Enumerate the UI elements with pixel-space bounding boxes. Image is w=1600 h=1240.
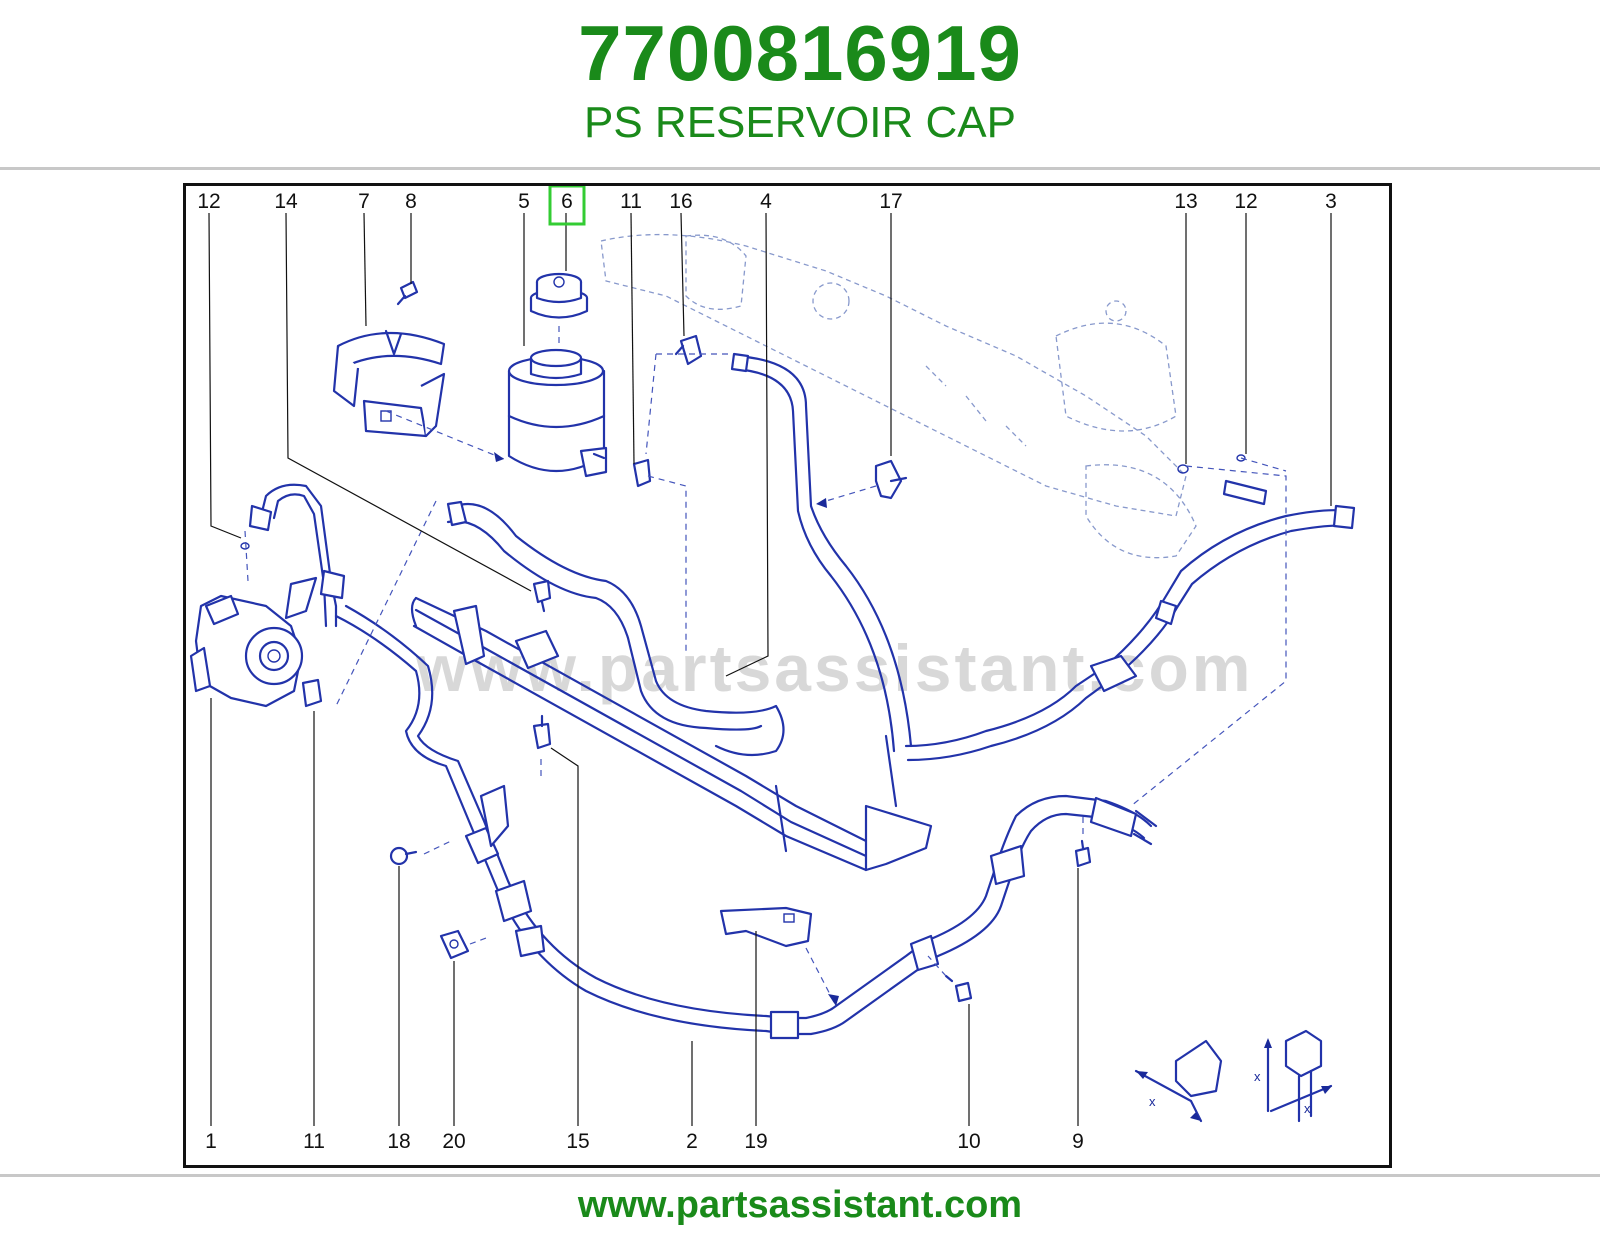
callout-bottom-2: 2 <box>686 1130 698 1153</box>
callout-top-12: 12 <box>197 190 220 213</box>
callout-bottom-1: 1 <box>205 1130 217 1153</box>
bolt-15 <box>532 714 552 750</box>
bolt-14 <box>532 579 552 613</box>
parts-diagram: .ln { fill: none; stroke: #2233aa; strok… <box>183 183 1392 1168</box>
callout-bottom-11: 11 <box>303 1130 325 1153</box>
assembly-dashes <box>244 326 1287 1007</box>
right-lower-hose <box>769 794 1158 1040</box>
bolt-18 <box>389 846 418 866</box>
bolt-9 <box>1074 839 1092 868</box>
callout-top-14: 14 <box>274 190 298 213</box>
steering-rack-outline <box>600 233 1197 559</box>
callout-bottom-19: 19 <box>744 1130 767 1153</box>
clip-16 <box>674 334 703 366</box>
callout-top-5: 5 <box>518 190 530 213</box>
part-number: 7700816919 <box>578 9 1022 97</box>
seals-13-12 <box>240 454 1246 550</box>
pressure-pipe <box>904 479 1356 762</box>
callout-highlight-box <box>548 186 586 226</box>
clip-17 <box>874 459 908 500</box>
footer-divider <box>0 1174 1600 1177</box>
callout-top-17: 17 <box>879 190 902 213</box>
bolt-10 <box>944 974 973 1003</box>
hose-bracket <box>719 906 813 948</box>
callout-top-3: 3 <box>1325 190 1337 213</box>
callout-top-13: 13 <box>1174 190 1197 213</box>
callout-bottom-18: 18 <box>387 1130 410 1153</box>
callout-bottom-10: 10 <box>957 1130 980 1153</box>
diagram-canvas: .ln { fill: none; stroke: #2233aa; strok… <box>189 186 1356 1153</box>
callout-top-16: 16 <box>669 190 692 213</box>
callout-top-11: 11 <box>620 190 642 213</box>
reservoir-bracket <box>332 329 446 438</box>
part-name: PS RESERVOIR CAP <box>584 98 1016 147</box>
footer-url[interactable]: www.partsassistant.com <box>577 1184 1023 1226</box>
clip-11-bottom <box>301 678 323 708</box>
callout-top-12b: 12 <box>1234 190 1257 213</box>
clip-11-top <box>632 458 652 488</box>
power-steering-pump <box>189 594 304 708</box>
callout-leaders <box>208 212 1332 1126</box>
dimension-detail-left: x <box>1134 1039 1223 1123</box>
callout-top-7: 7 <box>358 190 370 213</box>
dim-x-2: x <box>1254 1069 1261 1084</box>
lower-return-hose <box>334 604 788 1036</box>
callout-top-4: 4 <box>760 190 772 213</box>
reservoir-cap <box>529 272 589 319</box>
pipe-assembly <box>410 596 933 872</box>
callout-bottom-9: 9 <box>1072 1130 1084 1153</box>
callout-bottom-20: 20 <box>442 1130 465 1153</box>
bracket-screw <box>396 280 419 306</box>
dimension-detail-right: x x <box>1254 1029 1333 1123</box>
suction-hose <box>446 500 785 757</box>
callout-top-6: 6 <box>561 190 573 213</box>
header-divider <box>0 167 1600 170</box>
reservoir <box>507 348 608 478</box>
pump-pressure-line <box>248 483 346 628</box>
assembly-arrows <box>494 452 839 1006</box>
return-hose <box>730 352 913 753</box>
callout-top-8: 8 <box>405 190 417 213</box>
nut-20 <box>439 929 470 960</box>
dim-x-1: x <box>1149 1094 1156 1109</box>
callout-bottom-15: 15 <box>566 1130 589 1153</box>
dim-x-3: x <box>1304 1101 1311 1116</box>
